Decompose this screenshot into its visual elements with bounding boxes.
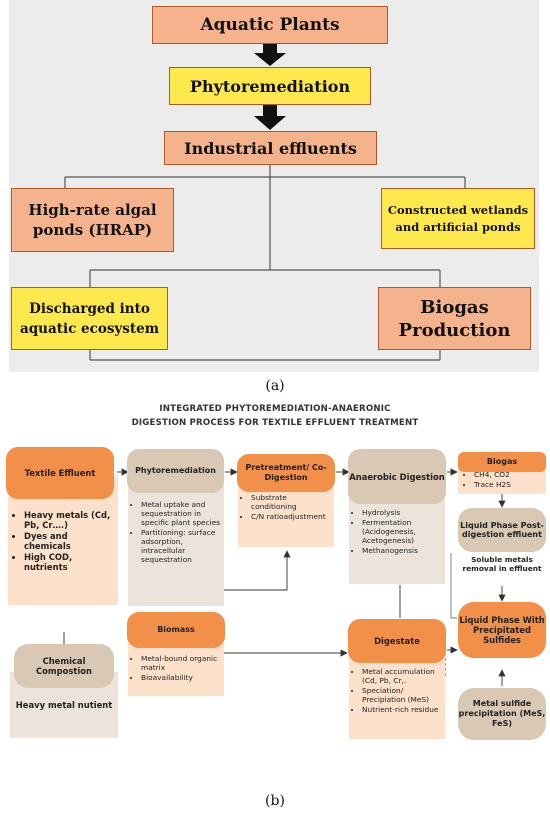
list-item: CH4, CO2 (474, 470, 544, 479)
arrow-plants-to-phyto (254, 42, 286, 66)
node-aquatic-plants: Aquatic Plants (152, 6, 388, 44)
digestate-header: Digestate (348, 619, 446, 663)
list-item: Metal-bound organic matrix (141, 654, 222, 672)
chemical-note: Heavy metal nutient (15, 700, 113, 710)
node-discharged: Discharged into aquatic ecosystem (11, 287, 168, 350)
list-item: Hydrolysis (362, 508, 443, 517)
anaerobic-header: Anaerobic Digestion (348, 449, 446, 504)
list-item: Metal uptake and sequestration in specif… (141, 500, 221, 527)
textile-effluent-header: Textile Effluent (6, 447, 114, 499)
list-item: Nutrient-rich residue (362, 705, 443, 714)
panel-b-title-line1: INTEGRATED PHYTOREMEDIATION-ANAERONIC (159, 404, 391, 414)
bracket-connector (450, 553, 457, 619)
list-item: Metal accumulation (Cd, Pb, Cr,. (362, 667, 443, 685)
panel-b-title: INTEGRATED PHYTOREMEDIATION-ANAERONIC DI… (90, 402, 460, 430)
panel-b-title-line2: DIGESTION PROCESS FOR TEXTILE EFFLUENT T… (131, 418, 419, 428)
list-item: Trace H2S (474, 480, 544, 489)
node-phytoremediation: Phytoremediation (169, 67, 371, 105)
biogas-header: Biogas (458, 452, 546, 472)
liquid-phase-post-header: Liquid Phase Post-digestion effluent (458, 508, 546, 552)
pretreatment-panel: Substrate conditioning C/N ratioadjustme… (238, 487, 334, 547)
panel-a-label: (a) (265, 378, 285, 394)
node-hrap: High-rate algal ponds (HRAP) (11, 188, 174, 252)
list-item: Speciation/ Precipiation (MeS) (362, 686, 443, 704)
list-item: Partitioning: surface adsorption, intrac… (141, 528, 221, 564)
arrow-phyto-to-effluents (254, 105, 286, 130)
liquid-phase-post-note: Soluble metals removal in effluent (462, 555, 542, 573)
list-item: Methanogensis (362, 546, 443, 555)
metal-sulfide-header: Metal sulfide precipitation (MeS, FeS) (458, 688, 546, 740)
list-item: Dyes and chemicals (24, 531, 114, 551)
list-item: Fermentation (Acidogenesis, Acetogenesis… (362, 518, 443, 545)
pretreatment-header: Pretreatment/ Co-Digestion (237, 454, 335, 492)
node-industrial-effluents: Industrial effluents (164, 131, 377, 165)
chemical-header: Chemical Compostion (14, 644, 114, 688)
node-biogas-production: Biogas Production (378, 287, 531, 350)
node-constructed-wetlands: Constructed wetlands and artificial pond… (381, 188, 535, 249)
list-item: Heavy metals (Cd, Pb, Cr….) (24, 510, 114, 530)
phytoremediation-panel: Metal uptake and sequestration in specif… (128, 478, 224, 606)
list-item: Substrate conditioning (251, 493, 332, 511)
list-item: Bioavailability (141, 673, 222, 682)
list-item: High COD, nutrients (24, 552, 114, 572)
biomass-header: Biomass (127, 612, 225, 648)
flow-connectors (63, 468, 506, 686)
list-item: C/N ratioadjustment (251, 512, 332, 521)
liquid-phase-sulfides-header: Liquid Phase With Precipitated Sulfides (458, 602, 546, 658)
phytoremediation-header: Phytoremediation (127, 449, 224, 493)
tree-lines (64, 165, 466, 361)
panel-b-label: (b) (265, 793, 285, 809)
